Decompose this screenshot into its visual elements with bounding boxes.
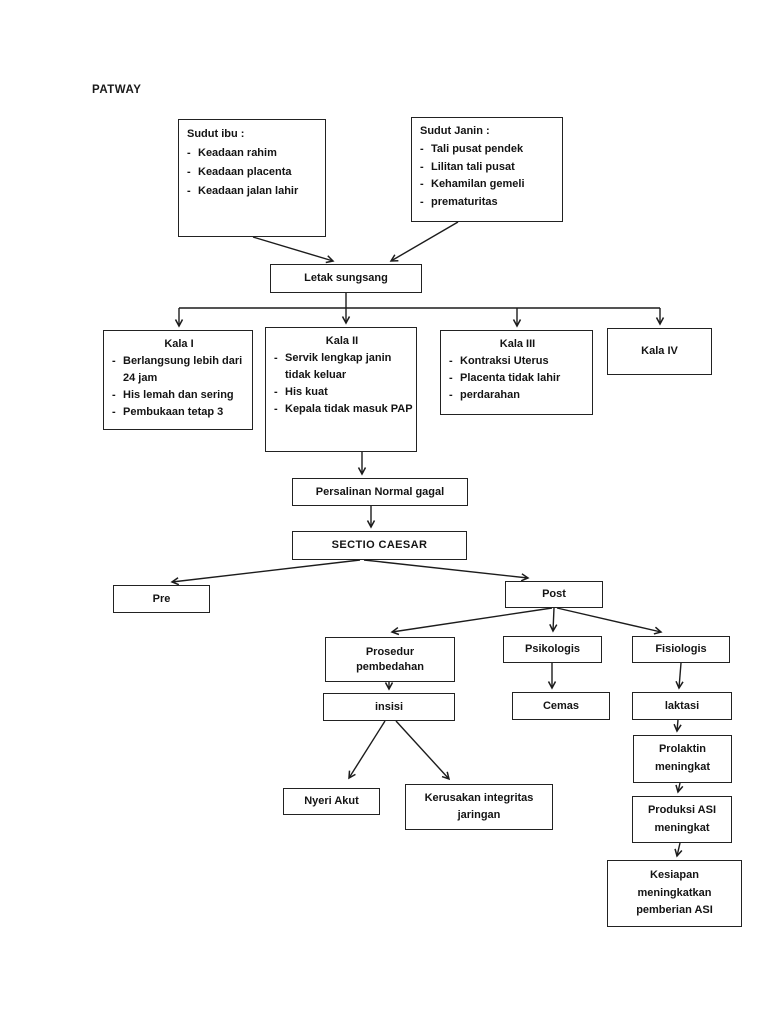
list-item: Lilitan tali pusat bbox=[417, 159, 559, 177]
list-item: perdarahan bbox=[446, 387, 589, 404]
arrow-post-to-prosedur bbox=[390, 607, 553, 636]
list-item: Keadaan placenta bbox=[184, 163, 322, 182]
node-kala-2-title: Kala II bbox=[325, 335, 359, 347]
list-item: Tali pusat pendek bbox=[417, 141, 559, 159]
node-psikologis: Psikologis bbox=[503, 636, 602, 663]
node-sudut-janin-title: Sudut Janin : bbox=[420, 125, 490, 137]
arrow-post-to-fisiologis bbox=[556, 607, 663, 635]
node-pre: Pre bbox=[113, 585, 210, 613]
node-kesiapan-asi: Kesiapan meningkatkan pemberian ASI bbox=[607, 860, 742, 927]
arrow-fisiologis-to-laktasi bbox=[675, 662, 684, 690]
list-item: His kuat bbox=[271, 384, 413, 401]
node-persalinan-normal-gagal: Persalinan Normal gagal bbox=[292, 478, 468, 506]
list-item: Keadaan rahim bbox=[184, 144, 322, 163]
list-item: Servik lengkap janin tidak keluar bbox=[271, 350, 413, 384]
node-letak-sungsang: Letak sungsang bbox=[270, 264, 422, 293]
node-kala-1-title: Kala I bbox=[164, 338, 194, 350]
list-item: Berlangsung lebih dari 24 jam bbox=[109, 353, 249, 387]
node-prosedur-pembedahan: Prosedur pembedahan bbox=[325, 637, 455, 682]
list-item: Keadaan jalan lahir bbox=[184, 182, 322, 201]
list-item: Kontraksi Uterus bbox=[446, 353, 589, 370]
node-sudut-ibu-title: Sudut ibu : bbox=[187, 128, 245, 140]
node-laktasi: laktasi bbox=[632, 692, 732, 720]
node-kala-3: Kala III Kontraksi Uterus Placenta tidak… bbox=[440, 330, 593, 415]
list-item: Kehamilan gemeli bbox=[417, 176, 559, 194]
node-sudut-janin: Sudut Janin : Tali pusat pendek Lilitan … bbox=[411, 117, 563, 222]
arrow-insisi-to-nyeri bbox=[348, 720, 386, 780]
node-sudut-ibu: Sudut ibu : Keadaan rahim Keadaan placen… bbox=[178, 119, 326, 237]
list-item: prematuritas bbox=[417, 194, 559, 212]
arrow-laktasi-to-prolaktin bbox=[673, 719, 682, 733]
list-item: His lemah dan sering bbox=[109, 387, 249, 404]
arrow-sudut-ibu-to-letak bbox=[252, 236, 335, 264]
list-item: Placenta tidak lahir bbox=[446, 370, 589, 387]
arrow-post-to-psikologis bbox=[549, 607, 558, 633]
node-produksi-asi-meningkat: Produksi ASI meningkat bbox=[632, 796, 732, 843]
arrow-sectio-to-post bbox=[363, 559, 530, 582]
arrow-sudut-janin-to-letak bbox=[389, 221, 459, 262]
list-item: Kepala tidak masuk PAP bbox=[271, 401, 413, 418]
node-kala-3-title: Kala III bbox=[499, 338, 536, 350]
node-kala-4: Kala IV bbox=[607, 328, 712, 375]
node-kala-1-items: Berlangsung lebih dari 24 jam His lemah … bbox=[109, 353, 249, 421]
node-kala-3-items: Kontraksi Uterus Placenta tidak lahir pe… bbox=[446, 353, 589, 404]
node-insisi: insisi bbox=[323, 693, 455, 721]
node-sudut-ibu-items: Keadaan rahim Keadaan placenta Keadaan j… bbox=[184, 144, 322, 201]
node-kerusakan-integritas: Kerusakan integritas jaringan bbox=[405, 784, 553, 830]
node-kala-2: Kala II Servik lengkap janin tidak kelua… bbox=[265, 327, 417, 452]
node-fisiologis: Fisiologis bbox=[632, 636, 730, 663]
list-item: Pembukaan tetap 3 bbox=[109, 404, 249, 421]
node-sectio-caesar: SECTIO CAESAR bbox=[292, 531, 467, 560]
node-sudut-janin-items: Tali pusat pendek Lilitan tali pusat Keh… bbox=[417, 141, 559, 212]
page-title: PATWAY bbox=[92, 84, 142, 96]
node-prolaktin-meningkat: Prolaktin meningkat bbox=[633, 735, 732, 783]
node-post: Post bbox=[505, 581, 603, 608]
node-kala-2-items: Servik lengkap janin tidak keluar His ku… bbox=[271, 350, 413, 418]
node-kala-1: Kala I Berlangsung lebih dari 24 jam His… bbox=[103, 330, 253, 430]
arrow-prolaktin-to-produksi bbox=[675, 782, 684, 794]
arrow-produksi-to-kesiapan bbox=[674, 842, 683, 858]
arrow-insisi-to-kerusakan bbox=[395, 720, 451, 781]
node-nyeri-akut: Nyeri Akut bbox=[283, 788, 380, 815]
node-cemas: Cemas bbox=[512, 692, 610, 720]
arrow-sectio-to-pre bbox=[170, 559, 361, 586]
